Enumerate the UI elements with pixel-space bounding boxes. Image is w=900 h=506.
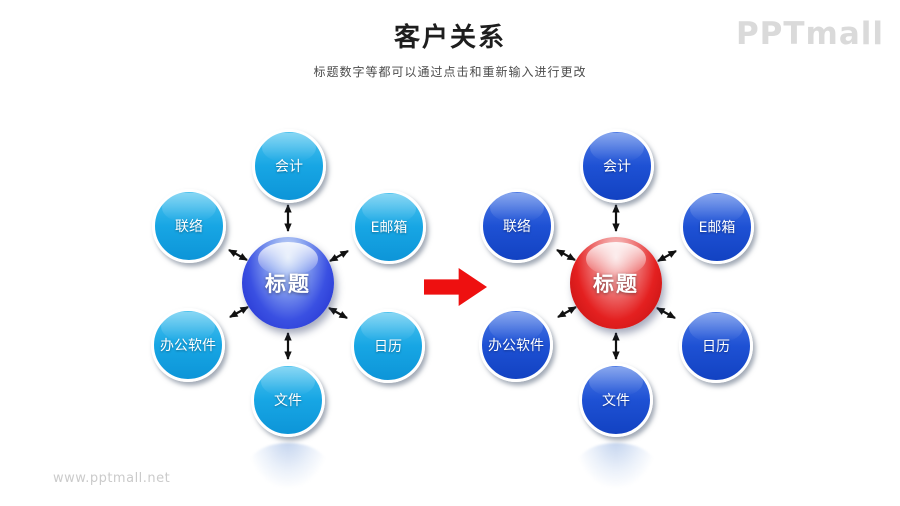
bubble-files[interactable]: 文件 <box>251 363 325 437</box>
bubble-calendar[interactable]: 日历 <box>351 309 425 383</box>
double-arrow-icon <box>228 249 248 261</box>
bubble-label: 日历 <box>702 339 730 355</box>
bubble-email[interactable]: E邮箱 <box>352 190 426 264</box>
cluster-left: 会计 联络 E邮箱 办公软件 日历 文件 标题 <box>130 110 428 500</box>
double-arrow-icon <box>229 306 249 318</box>
bubble-label: E邮箱 <box>370 220 408 236</box>
bubble-center-title[interactable]: 标题 <box>570 237 662 329</box>
bubble-files[interactable]: 文件 <box>579 363 653 437</box>
double-arrow-icon <box>657 250 677 262</box>
bubble-label: 联络 <box>175 219 203 235</box>
bubble-center-title[interactable]: 标题 <box>242 237 334 329</box>
bubble-label: E邮箱 <box>698 220 736 236</box>
page-title: 客户关系 <box>393 23 506 53</box>
bubble-accounting[interactable]: 会计 <box>252 129 326 203</box>
bubble-label: 办公软件 <box>488 338 544 354</box>
bubble-email[interactable]: E邮箱 <box>680 190 754 264</box>
bubble-contact[interactable]: 联络 <box>480 189 554 263</box>
pptmall-logo: PPTmall <box>735 16 884 52</box>
cluster-right: 会计 联络 E邮箱 办公软件 日历 文件 标题 <box>458 110 756 500</box>
double-arrow-icon <box>557 306 577 318</box>
bubble-contact[interactable]: 联络 <box>152 189 226 263</box>
bubble-accounting[interactable]: 会计 <box>580 129 654 203</box>
bubble-label: 标题 <box>593 272 639 296</box>
page-subtitle: 标题数字等都可以通过点击和重新输入进行更改 <box>313 65 587 79</box>
bubble-calendar[interactable]: 日历 <box>679 309 753 383</box>
bubble-label: 标题 <box>265 272 311 296</box>
double-arrow-icon <box>328 307 348 319</box>
bubble-label: 文件 <box>602 393 630 409</box>
bubble-label: 办公软件 <box>160 338 216 354</box>
bubble-label: 日历 <box>374 339 402 355</box>
watermark: www.pptmall.net <box>53 471 171 486</box>
bubble-label: 联络 <box>503 219 531 235</box>
bubble-office-software[interactable]: 办公软件 <box>151 308 225 382</box>
double-arrow-icon <box>556 249 576 261</box>
bubble-label: 文件 <box>274 393 302 409</box>
double-arrow-icon <box>656 307 676 319</box>
reflection <box>577 443 655 487</box>
bubble-label: 会计 <box>275 159 303 175</box>
reflection <box>249 443 327 487</box>
bubble-office-software[interactable]: 办公软件 <box>479 308 553 382</box>
bubble-label: 会计 <box>603 159 631 175</box>
double-arrow-icon <box>329 250 349 262</box>
